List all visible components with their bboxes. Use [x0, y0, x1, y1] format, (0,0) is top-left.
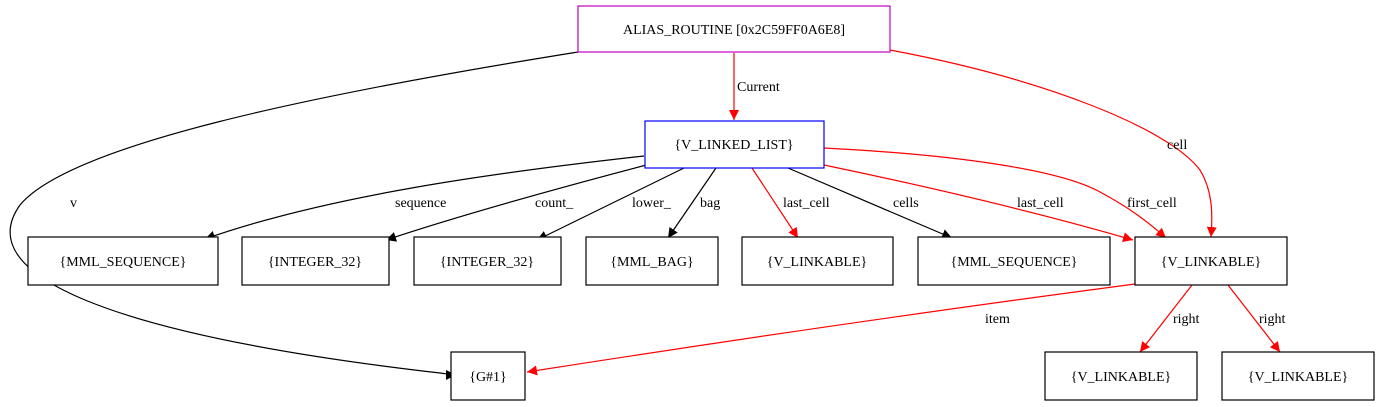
edge-last-cell-1 — [751, 167, 799, 239]
node-label: {MML_SEQUENCE} — [60, 255, 187, 270]
node-v-linkable-right-1[interactable]: {V_LINKABLE} — [1044, 351, 1198, 401]
edge-label-bag: bag — [700, 196, 720, 211]
edge-last-cell-2 — [823, 164, 1134, 243]
edge-label-current: Current — [737, 80, 780, 95]
edge-right-1 — [1139, 284, 1193, 353]
edge-cell — [889, 49, 1217, 238]
edges — [9, 49, 1281, 380]
nodes: ALIAS_ROUTINE [0x2C59FF0A6E8] {V_LINKED_… — [27, 5, 1375, 401]
edge-first-cell — [823, 147, 1167, 239]
node-label: {V_LINKABLE} — [1248, 370, 1349, 385]
edge-label-v: v — [70, 196, 77, 211]
node-alias-routine[interactable]: ALIAS_ROUTINE [0x2C59FF0A6E8] — [577, 5, 891, 53]
edge-label-first-cell: first_cell — [1127, 196, 1177, 211]
node-label: {V_LINKED_LIST} — [674, 138, 793, 153]
edge-label-cells: cells — [893, 196, 919, 211]
node-label: {MML_BAG} — [610, 255, 693, 270]
node-label: {G#1} — [469, 370, 507, 385]
node-mml-sequence-1[interactable]: {MML_SEQUENCE} — [27, 236, 219, 286]
edge-count — [385, 162, 655, 242]
edge-item — [526, 283, 1136, 376]
node-mml-sequence-2[interactable]: {MML_SEQUENCE} — [917, 236, 1111, 286]
edge-lower — [536, 167, 685, 241]
node-label: {V_LINKABLE} — [1071, 370, 1172, 385]
edge-v — [9, 51, 579, 380]
edge-label-last-cell-1: last_cell — [783, 196, 830, 211]
edge-labels: Current cell v sequence count_ lower_ ba… — [70, 80, 1286, 327]
edge-label-sequence: sequence — [395, 196, 446, 211]
edge-label-lower: lower_ — [632, 196, 672, 211]
node-v-linkable-1[interactable]: {V_LINKABLE} — [741, 236, 894, 286]
edge-label-last-cell-2: last_cell — [1017, 196, 1064, 211]
node-label: {V_LINKABLE} — [767, 255, 868, 270]
edge-label-cell: cell — [1167, 138, 1187, 153]
edge-label-count: count_ — [535, 196, 574, 211]
edge-label-item: item — [985, 312, 1010, 327]
node-v-linkable-main[interactable]: {V_LINKABLE} — [1134, 236, 1288, 286]
node-label: ALIAS_ROUTINE [0x2C59FF0A6E8] — [623, 23, 845, 38]
edge-sequence — [204, 155, 645, 241]
node-label: {V_LINKABLE} — [1161, 255, 1262, 270]
node-v-linked-list[interactable]: {V_LINKED_LIST} — [644, 120, 825, 169]
edge-right-2 — [1227, 284, 1281, 353]
node-integer-32-1[interactable]: {INTEGER_32} — [241, 236, 390, 286]
node-label: {INTEGER_32} — [440, 255, 534, 270]
edge-label-right-2: right — [1259, 312, 1286, 327]
edge-bag — [667, 167, 717, 239]
node-label: {INTEGER_32} — [268, 255, 362, 270]
node-label: {MML_SEQUENCE} — [951, 255, 1078, 270]
node-integer-32-2[interactable]: {INTEGER_32} — [413, 236, 562, 286]
edge-cells — [787, 167, 953, 239]
node-g1[interactable]: {G#1} — [450, 351, 526, 401]
edge-label-right-1: right — [1173, 312, 1200, 327]
node-v-linkable-right-2[interactable]: {V_LINKABLE} — [1221, 351, 1375, 401]
node-mml-bag[interactable]: {MML_BAG} — [585, 236, 719, 286]
